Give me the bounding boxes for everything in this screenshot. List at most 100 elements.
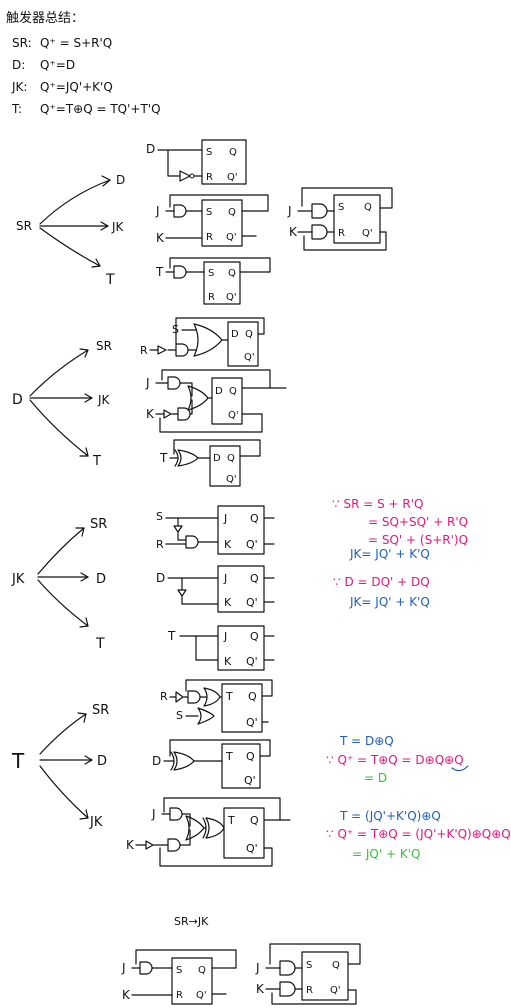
feedback-wire — [163, 797, 281, 821]
circuit-input-j: J — [121, 961, 126, 975]
circuit-d-to-jk: J K D Q Q' — [145, 369, 287, 433]
pin-q: Q — [250, 814, 259, 827]
section-sr-source: SR — [16, 219, 32, 233]
pin-s: S — [338, 202, 344, 213]
jk-note-line-1: ∵ SR = S + R'Q — [332, 497, 423, 511]
circuit-jk-to-t: T J K Q Q' — [167, 625, 275, 671]
pin-r: R — [206, 172, 213, 183]
section-t-target-jk: JK — [89, 815, 103, 830]
wire — [177, 531, 187, 541]
section-jk-target-t: T — [95, 636, 105, 652]
circuit-input-j: J — [287, 204, 292, 218]
circuit-d-to-sr: S R D Q Q' — [140, 317, 265, 367]
pin-q: Q — [246, 750, 255, 763]
pin-s: S — [206, 207, 212, 218]
arrow-d-to-t — [29, 399, 89, 457]
circuit-sr-to-t: T S R Q Q' — [155, 257, 271, 305]
and-gate — [185, 535, 199, 549]
section-jk-source: JK — [11, 572, 25, 587]
flip-flop-box — [209, 445, 241, 487]
pin-k: K — [224, 538, 232, 551]
circuit-input-r: R — [160, 690, 168, 703]
bottom-circuit-1: J K S R Q Q' — [121, 949, 237, 1005]
pin-q: Q — [250, 572, 259, 585]
feedback-wire — [169, 257, 271, 273]
feedback-wire — [301, 187, 393, 209]
t-note-line-4: T = (JQ'+K'Q)⊕Q — [339, 809, 441, 823]
circuit-t-to-jk: J K T Q Q' — [126, 797, 291, 867]
pin-qn: Q' — [244, 352, 255, 363]
and-gate — [169, 807, 183, 821]
pin-qn: Q' — [246, 716, 258, 729]
circuit-input-r: R — [156, 538, 164, 551]
eq-sr-expr: Q⁺ = S+R'Q — [40, 36, 112, 50]
arrow-sr-to-d — [39, 179, 111, 225]
circuit-input-k: K — [122, 988, 131, 1002]
circuit-input-k: K — [146, 407, 155, 421]
arrowhead-t-jk — [79, 809, 89, 820]
wire — [189, 399, 193, 415]
pin-t: T — [225, 750, 233, 763]
circuit-input-s: S — [176, 709, 183, 722]
and-gate — [311, 224, 328, 240]
section-d-target-t: T — [92, 454, 101, 469]
xor-gate — [177, 449, 199, 467]
arrowhead-sr-t — [91, 258, 101, 268]
arrowhead-t-sr — [77, 712, 87, 723]
section-t: T SR D JK — [11, 703, 109, 830]
pin-qn: Q' — [244, 774, 256, 787]
pin-q: Q — [228, 207, 236, 218]
section-sr-target-jk: JK — [111, 220, 125, 234]
and-gate — [197, 707, 215, 725]
pin-q: Q — [332, 960, 340, 971]
flip-flop-box — [201, 139, 247, 185]
pin-k: K — [224, 655, 232, 668]
circuit-input-t: T — [167, 629, 176, 643]
jk-note-line-5: ∵ D = DQ' + DQ — [333, 575, 430, 589]
circuit-sr-to-jk-2: J K S R Q Q' — [287, 187, 393, 251]
pin-r: R — [208, 292, 215, 303]
section-t-target-d: D — [97, 754, 107, 769]
xor-gate — [173, 751, 195, 771]
circuit-input-r: R — [140, 344, 148, 357]
and-gate — [279, 981, 296, 997]
pin-q: Q — [245, 329, 253, 340]
flip-flop-box — [333, 194, 381, 244]
xor-gate — [205, 817, 225, 839]
xor-arc — [170, 751, 175, 771]
flip-flop-box — [171, 957, 213, 1005]
and-gate — [177, 407, 191, 421]
feedback-wire — [271, 989, 357, 1005]
pin-qn: Q' — [246, 538, 258, 551]
eq-t-label: T: — [11, 102, 22, 116]
arrowhead-jk-sr — [75, 527, 85, 537]
feedback-wire — [169, 739, 271, 757]
pin-qn: Q' — [362, 228, 373, 239]
t-note-line-3: = D — [364, 771, 387, 785]
wire — [181, 595, 219, 605]
flip-flop-box — [211, 377, 243, 425]
arrow-t-to-sr — [39, 713, 87, 755]
section-d-target-jk: JK — [97, 393, 111, 407]
pin-s: S — [306, 960, 312, 971]
pin-d: D — [231, 329, 239, 340]
pin-r: R — [176, 990, 183, 1001]
circuit-input-j: J — [155, 204, 160, 218]
pin-s: S — [176, 965, 182, 976]
eq-d-expr: Q⁺=D — [40, 58, 75, 72]
arrowhead-sr-jk — [100, 221, 109, 231]
circuit-jk-to-d: D J K Q Q' — [156, 565, 275, 613]
flip-flop-box — [203, 261, 241, 305]
pin-qn: Q' — [228, 410, 239, 421]
and-gate — [187, 690, 201, 704]
flip-flop-box — [217, 625, 265, 671]
circuit-input-j: J — [255, 961, 260, 975]
and-gate — [311, 203, 328, 219]
page-title: 触发器总结： — [6, 10, 84, 26]
section-d-source: D — [12, 392, 23, 408]
t-note-line-6: = JQ' + K'Q — [352, 847, 420, 861]
jk-note-line-6: JK= JQ' + K'Q — [349, 595, 430, 609]
section-t-source: T — [11, 749, 25, 773]
circuit-input-d: D — [156, 571, 165, 585]
